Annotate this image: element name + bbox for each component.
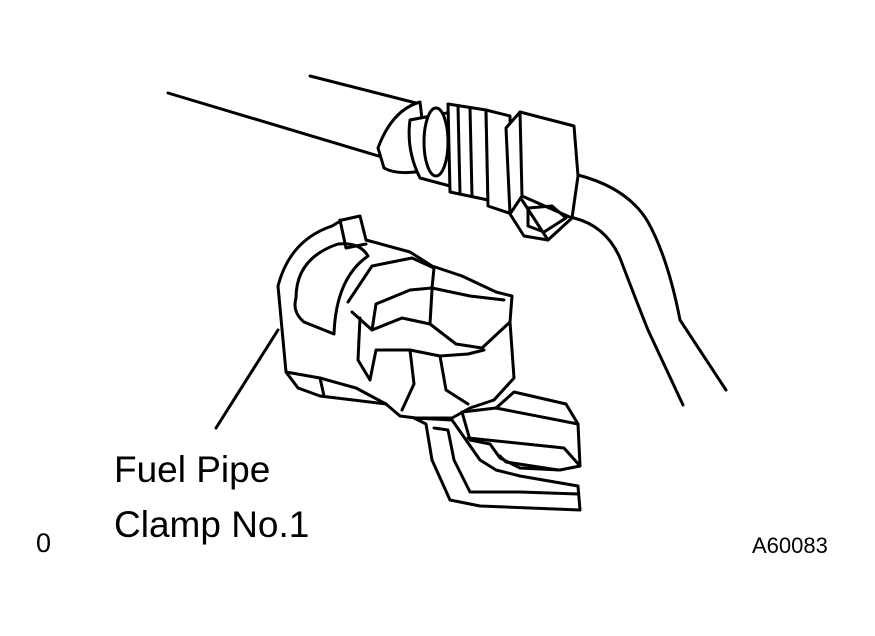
callout-leader	[214, 328, 280, 430]
pipe-connector	[407, 102, 580, 242]
rear-fuel-pipe	[166, 74, 728, 407]
figure-id: A60083	[752, 533, 828, 558]
fuel-pipe-clamp	[276, 214, 582, 512]
corner-mark: 0	[36, 528, 52, 558]
callout-label-line-1: Fuel Pipe	[114, 449, 271, 490]
callout-label-line-2: Clamp No.1	[114, 504, 310, 545]
